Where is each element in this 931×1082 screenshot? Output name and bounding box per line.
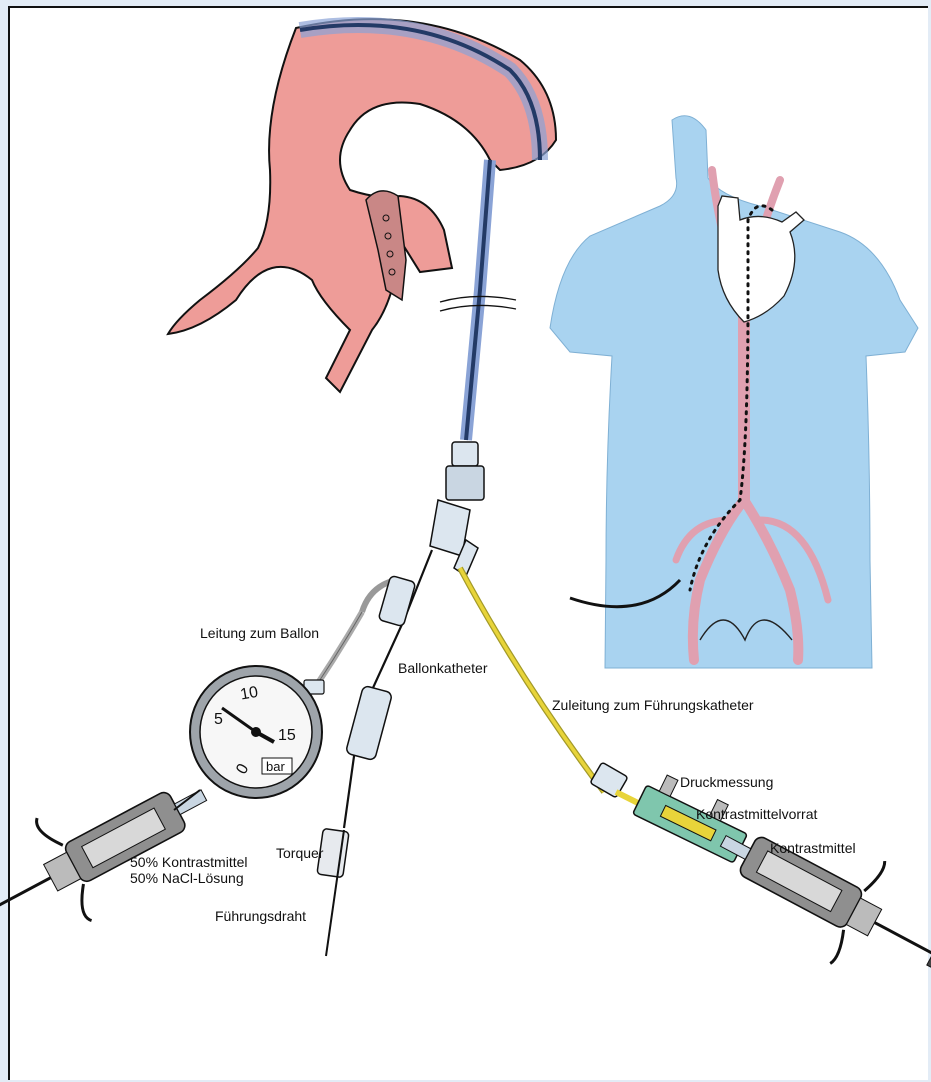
label-mix-nacl: 50% NaCl-Lösung <box>130 870 244 886</box>
gauge-tick-10: 10 <box>239 684 260 704</box>
gauge-tick-15: 15 <box>278 727 296 744</box>
label-fuehrungsdraht: Führungsdraht <box>215 908 306 924</box>
label-kontrastmittel: Kontrastmittel <box>770 840 856 856</box>
label-druckmessung: Druckmessung <box>680 774 773 790</box>
label-mix-kontrastmittel: 50% Kontrastmittel <box>130 854 248 870</box>
guide-catheter <box>430 160 516 576</box>
label-leitung-zum-ballon: Leitung zum Ballon <box>200 625 319 641</box>
label-kontrastmittelvorrat: Kontrastmittelvorrat <box>696 806 817 822</box>
balloon-catheter <box>317 550 432 956</box>
gauge-tick-5: 5 <box>214 711 223 728</box>
gauge-unit: bar <box>266 759 285 774</box>
right-syringe <box>696 790 931 1009</box>
label-zuleitung-fuehrungskatheter: Zuleitung zum Führungskatheter <box>552 697 754 713</box>
label-torquer: Torquer <box>276 845 323 861</box>
pressure-gauge: 0 5 10 15 bar <box>190 666 322 798</box>
aortic-arch <box>168 19 556 392</box>
label-ballonkatheter: Ballonkatheter <box>398 660 488 676</box>
